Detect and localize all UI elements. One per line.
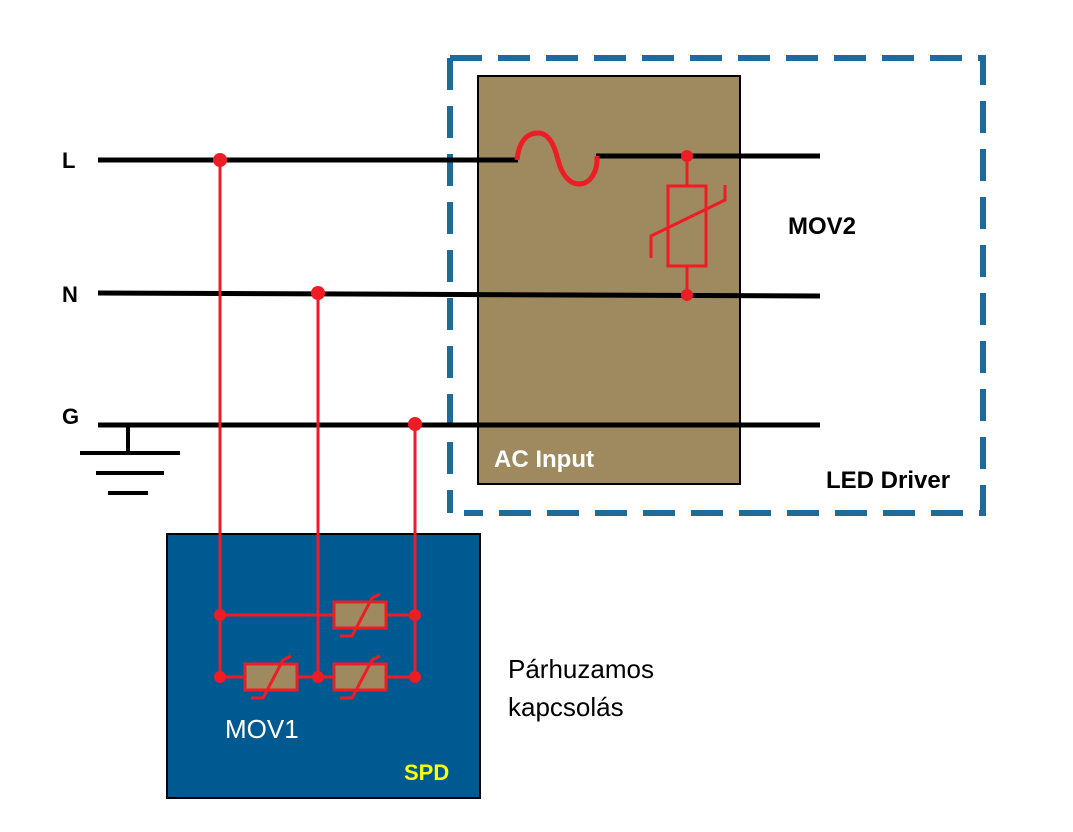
spd-varistor-bottom-right [332, 654, 388, 700]
wire-n [97, 290, 821, 299]
line-label-g: G [62, 404, 79, 429]
led-driver-enclosure [450, 55, 986, 516]
red-wires [218, 160, 417, 679]
ground-icon [80, 425, 180, 495]
spd-varistor-top [332, 592, 388, 638]
line-label-l: L [62, 148, 75, 173]
mov2-node-bottom [681, 289, 693, 301]
fuse-icon [514, 130, 600, 187]
mov1-label: MOV1 [225, 714, 299, 744]
spd-label: SPD [404, 760, 449, 785]
junction-dots [213, 153, 422, 683]
mov2-varistor [649, 156, 727, 295]
mov2-label: MOV2 [788, 213, 856, 240]
mov1-varistor [243, 654, 299, 700]
black-wires [97, 153, 821, 428]
line-label-n: N [62, 282, 78, 307]
spd-box [166, 533, 481, 799]
note-line-2: kapcsolás [508, 692, 624, 722]
ac-input-label: AC Input [494, 446, 594, 473]
led-driver-label: LED Driver [826, 467, 950, 494]
note-line-1: Párhuzamos [508, 654, 654, 684]
mov2-node-top [681, 150, 693, 162]
